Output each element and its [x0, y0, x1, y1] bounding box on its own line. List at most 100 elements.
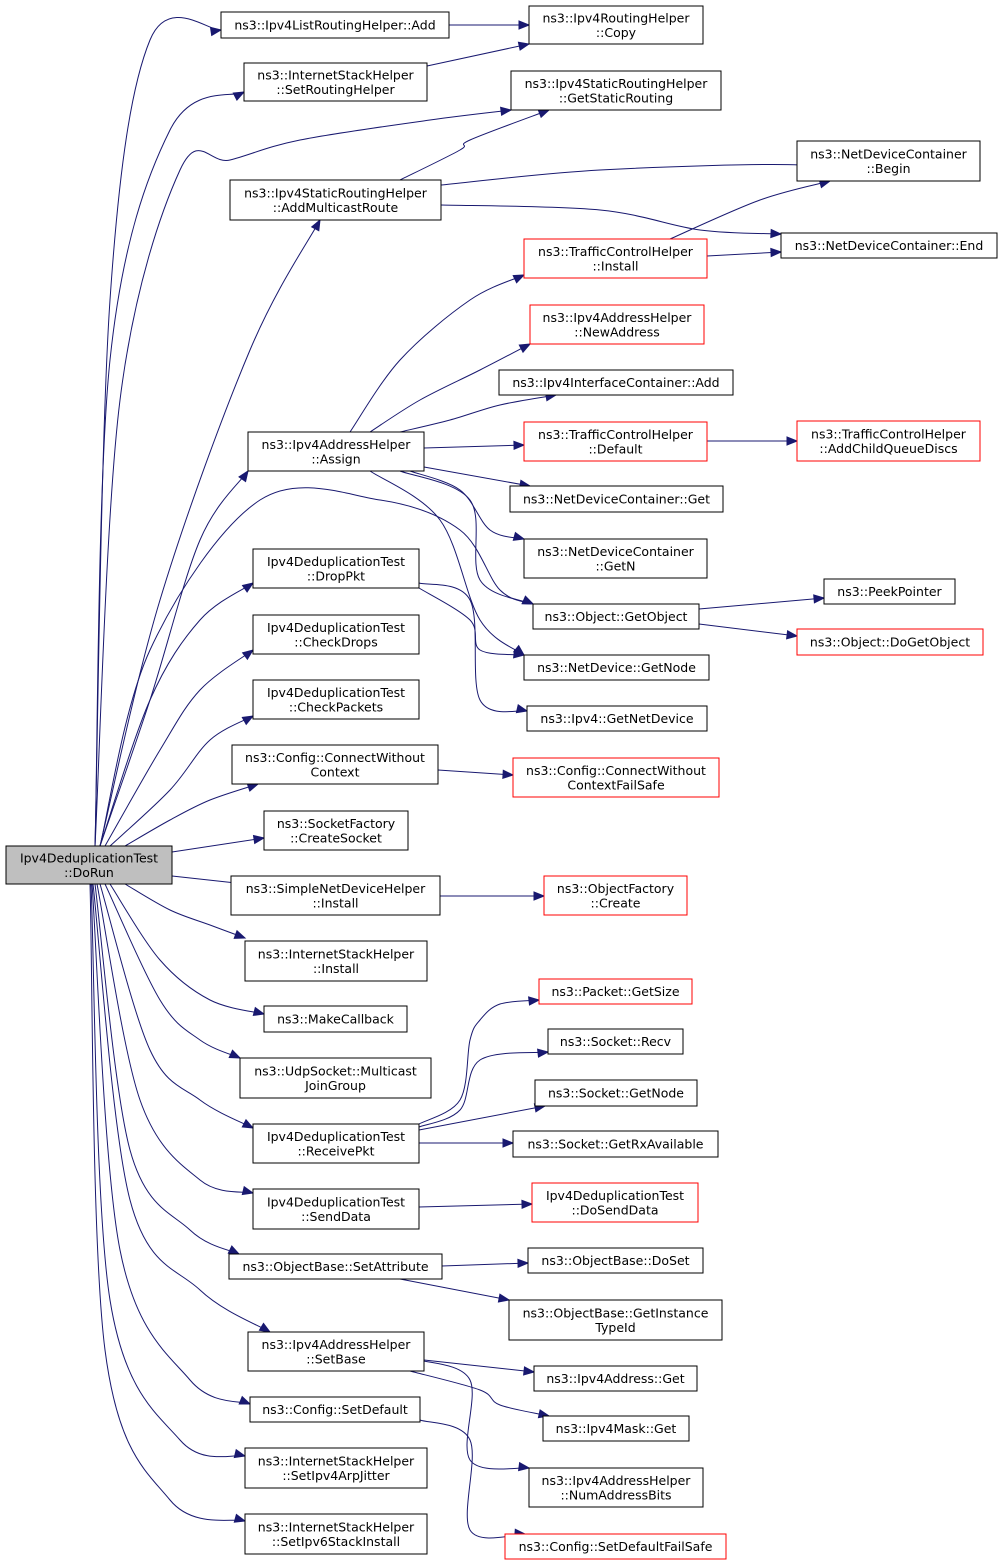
node-n-srh-getstatic[interactable]: ns3::Ipv4StaticRoutingHelper::GetStaticR…	[510, 70, 722, 111]
edge-n_aah_setbase-to-n_addr_get	[423, 1359, 536, 1376]
node-n-cfg-connectwoctxfs[interactable]: ns3::Config::ConnectWithoutContextFailSa…	[512, 757, 720, 798]
edge-arrowhead	[227, 1245, 241, 1255]
node-n-tch-addchild[interactable]: ns3::TrafficControlHelper::AddChildQueue…	[796, 420, 981, 462]
node-n-dt-checkdrops[interactable]: Ipv4DeduplicationTest::CheckDrops	[252, 614, 420, 655]
node-label-line-2: ::AddMulticastRoute	[273, 200, 399, 215]
edge-arrowhead	[521, 595, 535, 605]
edge-line	[418, 1203, 533, 1208]
node-box	[230, 875, 441, 916]
edge-n_ob_setattribute-to-n_ob_doset	[441, 1258, 530, 1269]
node-box	[504, 1533, 727, 1560]
node-box	[252, 614, 420, 655]
node-box	[529, 304, 705, 345]
node-n-sndh-install[interactable]: ns3::SimpleNetDeviceHelper::Install	[230, 875, 441, 916]
node-n-rh-copy[interactable]: ns3::Ipv4RoutingHelper::Copy	[528, 5, 704, 45]
edge-arrowhead	[233, 1448, 247, 1459]
edge-line	[90, 883, 246, 1458]
node-n-dt-senddata[interactable]: Ipv4DeduplicationTest::SendData	[252, 1188, 420, 1230]
node-label-line-2: ::SetRoutingHelper	[276, 82, 395, 97]
edge-root-to-n_aah_assign	[99, 469, 249, 847]
node-label-line-2: ::CreateSocket	[290, 830, 382, 845]
edge-line	[440, 204, 782, 235]
node-label-line-2: ::DoRun	[64, 865, 114, 880]
node-n-ish-setipv6[interactable]: ns3::InternetStackHelper::SetIpv6StackIn…	[244, 1513, 428, 1555]
edge-n_aah_setbase-to-n_mask_get	[409, 1370, 551, 1419]
node-n-cfg-setdefaultfs[interactable]: ns3::Config::SetDefaultFailSafe	[504, 1533, 727, 1560]
edge-line	[418, 587, 525, 656]
node-n-sock-recv[interactable]: ns3::Socket::Recv	[547, 1028, 684, 1055]
edge-n_obj_getobject-to-n_obj_dogetobject	[698, 623, 799, 640]
edge-line	[440, 164, 823, 186]
node-label-line-2: ::Assign	[311, 451, 360, 466]
node-n-srh-addmulticast[interactable]: ns3::Ipv4StaticRoutingHelper::AddMultica…	[229, 179, 442, 221]
node-n-dt-receivepkt[interactable]: Ipv4DeduplicationTest::ReceivePkt	[252, 1123, 420, 1164]
node-n-of-create[interactable]: ns3::ObjectFactory::Create	[543, 875, 688, 916]
edge-arrowhead	[518, 343, 532, 354]
node-n-aah-numaddrbits[interactable]: ns3::Ipv4AddressHelper::NumAddressBits	[528, 1467, 704, 1508]
node-n-pkt-getsize[interactable]: ns3::Packet::GetSize	[538, 978, 693, 1005]
node-label-line-2: ::GetStaticRouting	[559, 90, 673, 105]
node-n-dt-checkpackets[interactable]: Ipv4DeduplicationTest::CheckPackets	[252, 679, 420, 720]
node-n-sf-createsocket[interactable]: ns3::SocketFactory::CreateSocket	[263, 810, 409, 851]
node-n-mask-get[interactable]: ns3::Ipv4Mask::Get	[542, 1415, 690, 1442]
node-n-ndc-begin[interactable]: ns3::NetDeviceContainer::Begin	[796, 140, 981, 182]
edge-n_cfg_setdefault-to-n_cfg_setdefaultfs	[419, 1419, 527, 1539]
node-n-sock-getrxavail[interactable]: ns3::Socket::GetRxAvailable	[512, 1130, 719, 1158]
node-n-dt-droppkt[interactable]: Ipv4DeduplicationTest::DropPkt	[252, 548, 420, 589]
node-n-tch-default[interactable]: ns3::TrafficControlHelper::Default	[523, 421, 708, 462]
node-n-aah-assign[interactable]: ns3::Ipv4AddressHelper::Assign	[247, 431, 425, 472]
edge-line	[418, 999, 540, 1125]
edge-line	[89, 883, 246, 1522]
node-box	[508, 1299, 723, 1341]
node-n-aah-newaddress[interactable]: ns3::Ipv4AddressHelper::NewAddress	[529, 304, 705, 345]
edge-line	[423, 466, 531, 487]
node-label-line-1: ns3::SimpleNetDeviceHelper	[246, 881, 426, 896]
node-n-ish-install[interactable]: ns3::InternetStackHelper::Install	[244, 940, 428, 982]
node-label-line-1: ns3::UdpSocket::Multicast	[254, 1063, 417, 1078]
edge-arrowhead	[258, 1322, 272, 1333]
node-n-ish-setarpjitter[interactable]: ns3::InternetStackHelper::SetIpv4ArpJitt…	[244, 1447, 428, 1489]
edge-line	[409, 1370, 550, 1417]
node-n-makecallback[interactable]: ns3::MakeCallback	[263, 1005, 408, 1033]
node-n-ndc-end[interactable]: ns3::NetDeviceContainer::End	[780, 232, 998, 259]
edge-root-to-n_dt_receivepkt	[99, 883, 255, 1129]
node-label-line-2: ::ReceivePkt	[297, 1143, 374, 1158]
node-n-sock-getnode[interactable]: ns3::Socket::GetNode	[534, 1079, 698, 1107]
node-n-obj-dogetobject[interactable]: ns3::Object::DoGetObject	[796, 628, 984, 656]
node-label-line-1: ns3::InternetStackHelper	[258, 1519, 415, 1534]
node-label-line-2: JoinGroup	[304, 1078, 366, 1093]
edge-line	[437, 769, 514, 776]
node-n-tch-install[interactable]: ns3::TrafficControlHelper::Install	[523, 238, 708, 279]
edge-arrowhead	[232, 91, 246, 101]
node-box	[249, 1396, 421, 1423]
node-n-lrh-add[interactable]: ns3::Ipv4ListRoutingHelper::Add	[220, 11, 450, 39]
edge-n_tch_install-to-n_ndc_begin	[669, 179, 832, 240]
edge-line	[698, 597, 825, 610]
node-n-obj-getobject[interactable]: ns3::Object::GetObject	[532, 603, 700, 630]
edge-arrowhead	[497, 1293, 511, 1303]
node-box	[231, 744, 439, 785]
node-n-peekpointer[interactable]: ns3::PeekPointer	[823, 578, 956, 605]
node-box	[796, 628, 984, 656]
node-n-nd-getnode[interactable]: ns3::NetDevice::GetNode	[523, 654, 710, 681]
node-label-line-2: ::AddChildQueueDiscs	[819, 441, 957, 456]
edge-line	[399, 109, 550, 181]
node-n-ndc-get[interactable]: ns3::NetDeviceContainer::Get	[509, 485, 724, 513]
node-n-aah-setbase[interactable]: ns3::Ipv4AddressHelper::SetBase	[247, 1331, 425, 1372]
node-n-cfg-setdefault[interactable]: ns3::Config::SetDefault	[249, 1396, 421, 1423]
node-box	[523, 421, 708, 462]
node-n-addr-get[interactable]: ns3::Ipv4Address::Get	[533, 1365, 698, 1392]
node-label-line-2: ::DropPkt	[307, 568, 365, 583]
node-n-ob-doset[interactable]: ns3::ObjectBase::DoSet	[527, 1247, 704, 1274]
node-n-ic-add[interactable]: ns3::Ipv4InterfaceContainer::Add	[498, 369, 734, 396]
edge-line	[399, 1278, 510, 1301]
node-n-ob-setattribute[interactable]: ns3::ObjectBase::SetAttribute	[228, 1253, 443, 1280]
node-n-dt-dosenddata[interactable]: Ipv4DeduplicationTest::DoSendData	[531, 1182, 699, 1223]
node-n-ndc-getn[interactable]: ns3::NetDeviceContainer::GetN	[523, 538, 708, 579]
node-n-ipv4-getnetdevice[interactable]: ns3::Ipv4::GetNetDevice	[526, 705, 708, 732]
edge-line	[124, 783, 259, 847]
node-n-ish-setrouting[interactable]: ns3::InternetStackHelper::SetRoutingHelp…	[243, 62, 428, 102]
